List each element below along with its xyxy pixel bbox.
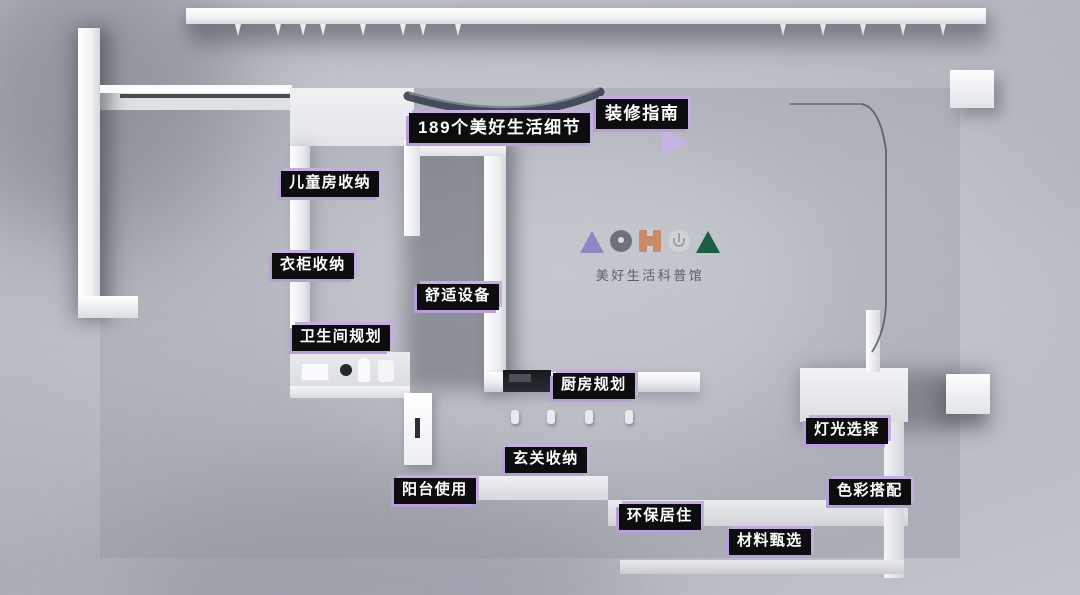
bar-stool — [547, 410, 555, 424]
ceiling-spotlight — [820, 24, 826, 36]
ceiling-spotlight — [360, 24, 366, 36]
map-label-huanbao-juzhu[interactable]: 环保居住 — [619, 504, 701, 530]
bathroom-counter — [290, 384, 410, 398]
bathroom-toilet — [378, 360, 394, 382]
kitchen-range-top — [509, 374, 531, 382]
bar-stool — [625, 410, 633, 424]
wall-center-vertical — [484, 140, 506, 380]
map-label-ertongfang-shouna[interactable]: 儿童房收纳 — [281, 171, 380, 197]
refrigerator-handle — [415, 418, 420, 438]
logo-triangle-green — [696, 229, 720, 253]
map-label-yigui-shouna[interactable]: 衣柜收纳 — [272, 253, 354, 279]
logo-circle-power-light — [667, 229, 691, 253]
map-label-chufang-guihua[interactable]: 厨房规划 — [553, 373, 635, 399]
room-block-upper-left — [290, 88, 414, 146]
bar-stool — [511, 410, 519, 424]
wall-center-left-vertical — [404, 140, 420, 236]
ceiling-spotlight — [420, 24, 426, 36]
ceiling-spotlight — [320, 24, 326, 36]
map-label-yangtai-shiyong[interactable]: 阳台使用 — [394, 478, 476, 504]
ceiling-spotlight — [235, 24, 241, 36]
logo-marks — [560, 228, 740, 254]
logo-circle-dot-grey — [609, 229, 633, 253]
wall-right-vertical — [866, 310, 880, 372]
logo-square-notch-orange — [638, 229, 662, 253]
wall-upper-band-dark — [120, 94, 292, 98]
ceiling-spotlight — [300, 24, 306, 36]
wall-upper-band — [100, 85, 292, 93]
logo-caption: 美好生活科普馆 — [595, 268, 705, 283]
map-label-shushi-shebei[interactable]: 舒适设备 — [417, 284, 499, 310]
ceiling-spotlight — [455, 24, 461, 36]
wall-center-top-cap — [404, 140, 506, 156]
map-label-zhuangxiu-zhinan[interactable]: 装修指南 — [596, 99, 689, 130]
map-label-cailiao-zhenxuan[interactable]: 材料甄选 — [729, 529, 811, 555]
floor-corridor-top-left — [100, 88, 290, 110]
map-label-189-details[interactable]: 189个美好生活细节 — [409, 113, 591, 144]
ceiling-spotlight — [275, 24, 281, 36]
bathroom-stool — [340, 364, 352, 376]
wall-ceiling-track — [186, 8, 986, 24]
map-label-weishengjian-guihua[interactable]: 卫生间规划 — [292, 325, 391, 351]
bathroom-basin — [358, 358, 370, 382]
map-label-secai-dapei[interactable]: 色彩搭配 — [829, 479, 911, 505]
wall-left-foot — [78, 296, 138, 318]
wall-block-top-right — [950, 70, 994, 108]
venue-logo: 美好生活科普馆 — [560, 228, 740, 284]
ceiling-spotlight — [860, 24, 866, 36]
wall-bedroom-vertical — [290, 146, 310, 358]
ceiling-spotlight — [400, 24, 406, 36]
wall-left-vertical — [78, 28, 100, 318]
bar-stool — [585, 410, 593, 424]
wall-bottom-edge — [620, 560, 904, 574]
direction-arrow — [662, 128, 688, 156]
room-block-right — [800, 368, 908, 422]
ceiling-spotlight — [900, 24, 906, 36]
logo-triangle-purple — [580, 229, 604, 253]
ceiling-spotlight — [780, 24, 786, 36]
bathroom-mirror — [300, 362, 330, 382]
map-label-xuanguan-shouna[interactable]: 玄关收纳 — [505, 447, 587, 473]
map-label-dengguang-xuanze[interactable]: 灯光选择 — [806, 418, 888, 444]
ceiling-spotlight — [940, 24, 946, 36]
wall-block-bottom-right — [946, 374, 990, 414]
